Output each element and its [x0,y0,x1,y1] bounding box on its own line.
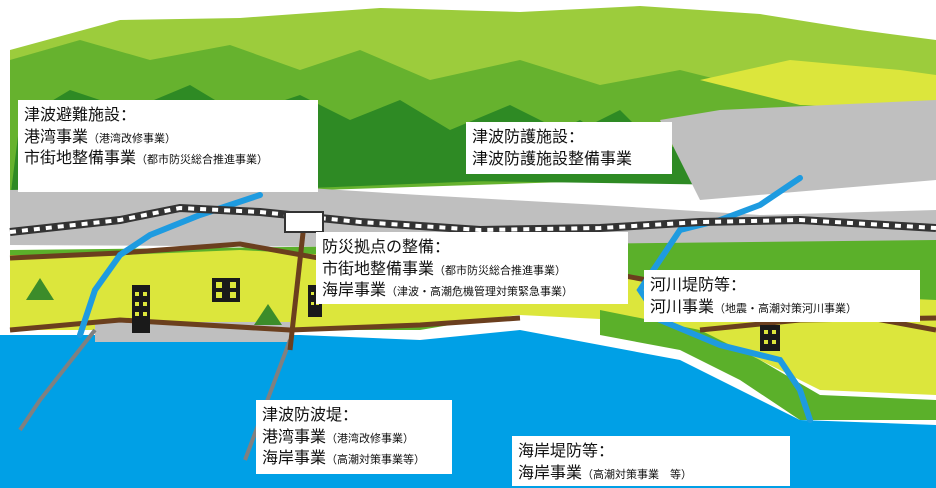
evacuation-line1-main: 港湾事業 [24,126,89,146]
label-disaster-base: 防災拠点の整備： 市街地整備事業（都市防災総合推進事業） 海岸事業（津波・高潮危… [316,232,628,304]
shelter-building-icon [760,325,780,351]
evacuation-line2-main: 市街地整備事業 [24,148,137,168]
tree-triangle-icon [254,304,282,325]
coast-line1-main: 海岸事業 [518,462,583,482]
evacuation-line1-sub: （港湾改修事業） [88,131,177,145]
label-evacuation-facility: 津波避難施設： 港湾事業（港湾改修事業） 市街地整備事業（都市防災総合推進事業） [18,100,318,192]
base-line2-main: 海岸事業 [322,280,387,300]
coast-title: 海岸堤防等： [518,441,615,460]
shelter-building-icon [132,285,150,333]
protection-line1: 津波防護施設整備事業 [472,148,633,168]
river-line1-sub: （地震・高潮対策河川事業） [714,301,858,315]
river-line1-main: 河川事業 [650,296,715,316]
evacuation-title: 津波避難施設： [24,105,137,124]
breakwater-line2-sub: （高潮対策事業等） [326,453,426,467]
breakwater-left [18,328,97,432]
label-river-levee: 河川堤防等： 河川事業（地震・高潮対策河川事業） [644,270,920,322]
base-title: 防災拠点の整備： [322,237,451,256]
town-hall-icon [212,278,240,302]
protection-title: 津波防護施設： [472,127,585,146]
trees [26,278,282,325]
railway-track-icon [9,203,936,236]
breakwater-title: 津波防波堤： [262,405,359,424]
evacuation-line2-sub: （都市防災総合推進事業） [136,153,269,167]
river-title: 河川堤防等： [650,275,747,294]
base-line2-sub: （津波・高潮危機管理対策緊急事業） [386,285,574,299]
label-tsunami-protection: 津波防護施設： 津波防護施設整備事業 [466,122,672,174]
valley-urban [660,100,936,200]
label-coastal-levee: 海岸堤防等： 海岸事業（高潮対策事業 等） [512,436,790,486]
shore-green [600,310,936,420]
label-tsunami-breakwater: 津波防波堤： 港湾事業（港湾改修事業） 海岸事業（高潮対策事業等） [256,400,452,474]
base-line1-sub: （都市防災総合推進事業） [434,263,567,277]
coastal-land [10,250,936,395]
breakwater-line1-main: 港湾事業 [262,426,327,446]
tree-triangle-icon [26,278,54,300]
valley-field [700,60,936,110]
shelter-buildings [132,285,780,351]
coast-line1-sub: （高潮対策事業 等） [582,467,693,481]
breakwater-line1-sub: （港湾改修事業） [326,431,415,445]
base-line1-main: 市街地整備事業 [322,258,435,278]
river-right [636,175,813,423]
disaster-base-sign-icon [284,211,324,233]
breakwater-line2-main: 海岸事業 [262,448,327,468]
